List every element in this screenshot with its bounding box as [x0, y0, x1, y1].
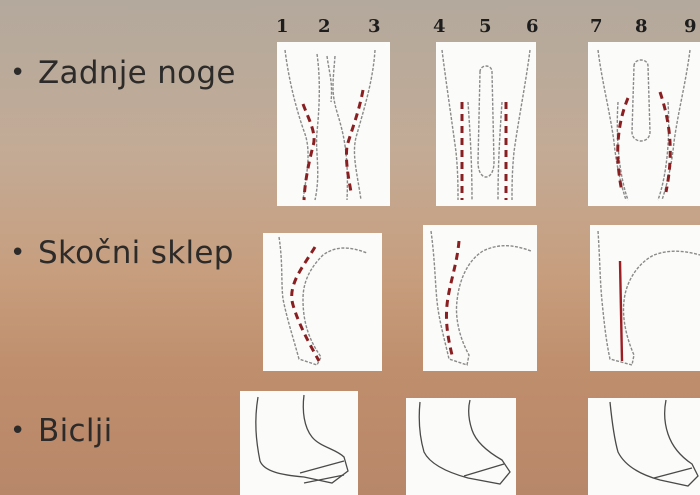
column-number-6: 6	[526, 16, 539, 37]
hind-legs-diagram-3	[588, 42, 700, 206]
column-number-2: 2	[318, 16, 331, 37]
bullet-label: Biclji	[38, 413, 113, 449]
column-number-5: 5	[479, 16, 492, 37]
column-number-8: 8	[635, 16, 648, 37]
pastern-diagram-1	[240, 391, 358, 495]
bullet-label: Zadnje noge	[38, 55, 236, 91]
bullet-dot: •	[10, 238, 38, 268]
hock-diagram-1	[263, 233, 382, 371]
column-number-9: 9	[684, 16, 697, 37]
bullet-zadnje-noge: • Zadnje noge	[10, 55, 236, 91]
bullet-label: Skočni sklep	[38, 235, 234, 271]
hind-legs-diagram-1	[277, 42, 390, 206]
pastern-diagram-2	[406, 398, 516, 495]
hind-legs-diagram-2	[436, 42, 536, 206]
bullet-biclji: • Biclji	[10, 413, 113, 449]
bullet-skocni-sklep: • Skočni sklep	[10, 235, 234, 271]
hock-diagram-2	[423, 225, 537, 371]
bullet-dot: •	[10, 416, 38, 446]
column-number-1: 1	[276, 16, 289, 37]
pastern-diagram-3	[588, 398, 700, 495]
column-number-7: 7	[590, 16, 603, 37]
column-number-3: 3	[368, 16, 381, 37]
hock-diagram-3	[590, 225, 700, 371]
bullet-dot: •	[10, 58, 38, 88]
column-number-4: 4	[433, 16, 446, 37]
